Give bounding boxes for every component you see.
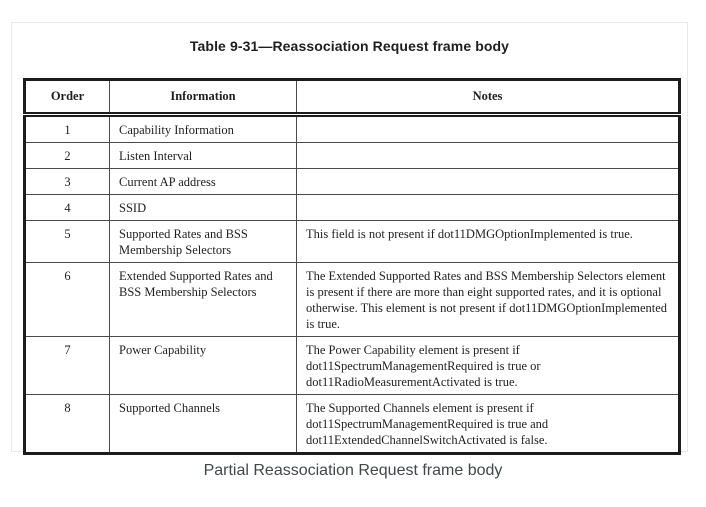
cell-order: 3 xyxy=(24,168,110,195)
cell-order: 6 xyxy=(24,262,110,337)
table-body: 1 Capability Information 2 Listen Interv… xyxy=(24,114,680,454)
table-row: 8 Supported Channels The Supported Chann… xyxy=(24,394,680,454)
table-row: 1 Capability Information xyxy=(24,114,680,143)
document-card: Table 9-31—Reassociation Request frame b… xyxy=(11,22,688,455)
column-header-information: Information xyxy=(109,79,297,117)
cell-information: Extended Supported Rates and BSS Members… xyxy=(109,262,297,337)
header-row: Order Information Notes xyxy=(24,79,680,117)
table-row: 3 Current AP address xyxy=(24,168,680,195)
cell-notes xyxy=(296,114,680,143)
cell-notes xyxy=(296,168,680,195)
table-row: 4 SSID xyxy=(24,194,680,221)
cell-information: Power Capability xyxy=(109,336,297,395)
cell-notes: The Supported Channels element is presen… xyxy=(296,394,680,454)
table-title: Table 9-31—Reassociation Request frame b… xyxy=(189,38,510,54)
table-row: 7 Power Capability The Power Capability … xyxy=(24,336,680,395)
cell-order: 1 xyxy=(24,114,110,143)
reassociation-request-table: Order Information Notes 1 Capability Inf… xyxy=(23,78,681,455)
column-header-notes: Notes xyxy=(296,79,680,117)
figure-caption: Partial Reassociation Request frame body xyxy=(203,462,503,479)
cell-order: 4 xyxy=(24,194,110,221)
column-header-order: Order xyxy=(24,79,110,117)
cell-information: Supported Channels xyxy=(109,394,297,454)
cell-information: Capability Information xyxy=(109,114,297,143)
cell-notes xyxy=(296,194,680,221)
cell-notes: The Power Capability element is present … xyxy=(296,336,680,395)
table-header: Order Information Notes xyxy=(24,79,680,117)
cell-order: 2 xyxy=(24,142,110,169)
cell-order: 5 xyxy=(24,220,110,263)
cell-notes: The Extended Supported Rates and BSS Mem… xyxy=(296,262,680,337)
cell-order: 8 xyxy=(24,394,110,454)
table-row: 2 Listen Interval xyxy=(24,142,680,169)
table-row: 5 Supported Rates and BSS Membership Sel… xyxy=(24,220,680,263)
cell-order: 7 xyxy=(24,336,110,395)
cell-information: Listen Interval xyxy=(109,142,297,169)
cell-notes xyxy=(296,142,680,169)
table-row: 6 Extended Supported Rates and BSS Membe… xyxy=(24,262,680,337)
cell-information: SSID xyxy=(109,194,297,221)
cell-notes: This field is not present if dot11DMGOpt… xyxy=(296,220,680,263)
cell-information: Supported Rates and BSS Membership Selec… xyxy=(109,220,297,263)
cell-information: Current AP address xyxy=(109,168,297,195)
